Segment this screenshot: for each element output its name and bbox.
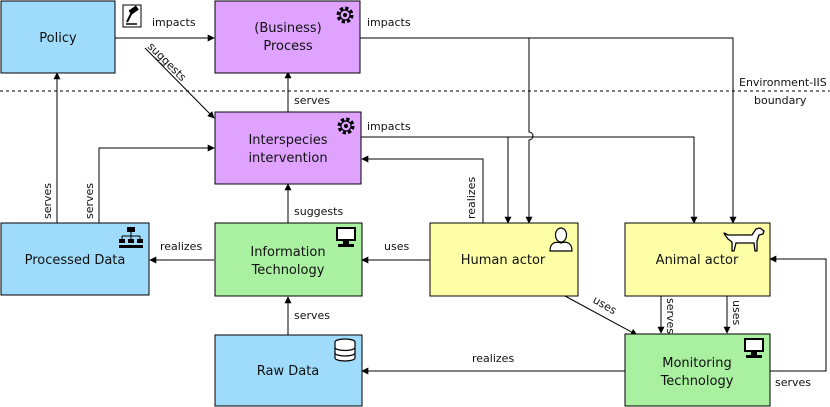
- label-process-animal: impacts: [367, 16, 411, 29]
- processed-data-box: [0, 222, 150, 296]
- human-actor-label: Human actor: [461, 253, 546, 268]
- edge-monitoring-animal: [769, 255, 827, 372]
- info-tech-label-line2: Technology: [251, 263, 325, 278]
- node-intervention[interactable]: Interspecies intervention: [214, 111, 362, 185]
- edge-human-monitoring: [564, 295, 638, 336]
- label-monitoring-raw: realizes: [472, 352, 514, 365]
- process-box: [214, 0, 361, 74]
- intervention-label-line2: intervention: [248, 151, 327, 166]
- human-actor-box: [429, 222, 579, 297]
- edge-process-human: [525, 38, 534, 224]
- label-human-intervention: realizes: [465, 177, 478, 219]
- boundary-label-line2: boundary: [754, 94, 807, 107]
- intervention-label-line1: Interspecies: [248, 133, 327, 148]
- animal-actor-label: Animal actor: [656, 253, 739, 268]
- person-icon: [549, 227, 573, 252]
- gear-icon: [337, 117, 355, 135]
- raw-data-label: Raw Data: [257, 364, 320, 379]
- node-processed-data[interactable]: Processed Data: [0, 222, 150, 296]
- intervention-box: [214, 111, 362, 185]
- edge-labels: impacts suggests impacts serves impacts …: [41, 16, 811, 389]
- edge-process-animal: [360, 37, 737, 224]
- label-info-processed: realizes: [160, 240, 202, 253]
- edge-intervention-animal: [361, 136, 698, 224]
- boundary-label-line1: Environment-IIS: [739, 76, 827, 89]
- label-human-monitoring: uses: [591, 293, 620, 317]
- label-raw-info: serves: [294, 309, 330, 322]
- label-info-intervention: suggests: [294, 205, 343, 218]
- node-animal-actor[interactable]: Animal actor: [624, 222, 771, 297]
- processed-data-label: Processed Data: [25, 253, 126, 268]
- monitoring-label-line1: Monitoring: [662, 356, 732, 371]
- label-intervention-animal: impacts: [367, 120, 411, 133]
- label-processed-intervention: serves: [83, 183, 96, 219]
- label-policy-process: impacts: [152, 16, 196, 29]
- policy-box: [0, 0, 116, 74]
- computer-icon: [336, 227, 356, 247]
- node-information-technology[interactable]: Information Technology: [214, 222, 363, 297]
- node-policy[interactable]: Policy: [0, 0, 142, 74]
- label-intervention-process: serves: [294, 94, 330, 107]
- node-human-actor[interactable]: Human actor: [429, 222, 579, 297]
- node-raw-data[interactable]: Raw Data: [214, 334, 363, 407]
- database-icon: [334, 338, 356, 362]
- label-animal-monitoring-uses: uses: [730, 300, 743, 325]
- gear-icon: [336, 6, 354, 24]
- edges: [53, 34, 827, 375]
- label-human-info: uses: [384, 240, 409, 253]
- node-process[interactable]: (Business) Process: [214, 0, 361, 74]
- edge-policy-intervention: [144, 47, 215, 119]
- info-tech-label-line1: Information: [250, 245, 325, 260]
- gavel-icon: [122, 4, 142, 28]
- edge-human-intervention: [361, 155, 484, 223]
- label-monitoring-animal: serves: [775, 376, 811, 389]
- process-label-line2: Process: [263, 39, 313, 54]
- hierarchy-icon: [119, 227, 143, 248]
- edge-processed-intervention: [98, 144, 215, 223]
- label-animal-monitoring-serves: serves: [664, 298, 677, 334]
- policy-label: Policy: [39, 31, 77, 46]
- dog-icon: [723, 227, 765, 252]
- label-policy-intervention: suggests: [145, 40, 189, 84]
- node-monitoring-technology[interactable]: Monitoring Technology: [624, 333, 771, 407]
- label-processed-policy: serves: [41, 183, 54, 219]
- computer-icon: [744, 338, 764, 358]
- monitoring-label-line2: Technology: [660, 374, 734, 389]
- process-label-line1: (Business): [254, 21, 321, 36]
